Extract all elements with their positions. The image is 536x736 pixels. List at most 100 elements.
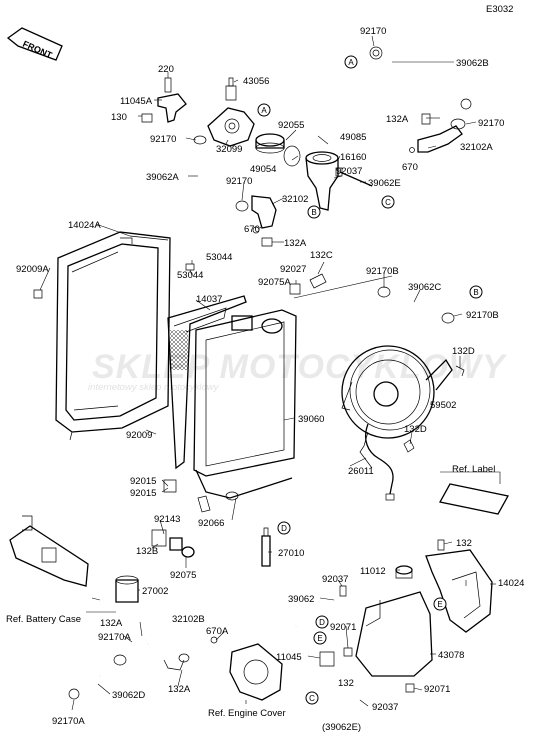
part-label: 92037 — [336, 166, 362, 177]
part-label: 670 — [244, 224, 260, 235]
part-label: 132A — [100, 618, 123, 629]
engine-cover — [229, 643, 283, 701]
svg-text:B: B — [311, 208, 316, 217]
part-label: 39062B — [456, 58, 489, 69]
part-label: 132D — [404, 424, 427, 435]
hose-39062b — [369, 40, 472, 110]
callout-B1: B — [307, 205, 321, 219]
part-label: 132A — [168, 684, 191, 695]
part-label: 32102 — [282, 194, 308, 205]
fitting-32102a — [409, 113, 466, 153]
bolt-130 — [141, 113, 153, 123]
part-label: 39062E — [368, 178, 401, 189]
svg-text:B: B — [473, 288, 478, 297]
part-label: 92015 — [130, 488, 156, 499]
fan-59502 — [341, 345, 465, 469]
diagram-code: E3032 — [486, 4, 513, 15]
leader-lines — [39, 35, 501, 711]
watermark: SKLEP MOTOCYKLOWY internetowy sklep moto… — [88, 348, 508, 393]
part-label: 32102A — [460, 142, 493, 153]
part-label: 14024A — [68, 220, 101, 231]
reserve-tank-43078 — [355, 565, 433, 677]
thermostat-cover — [207, 77, 255, 147]
part-label: 11012 — [360, 566, 386, 577]
svg-text:C: C — [385, 198, 391, 207]
part-label: 92009A — [16, 264, 49, 275]
callout-E2: E — [313, 631, 327, 645]
part-label: 16160 — [340, 152, 366, 163]
part-label: 220 — [158, 64, 174, 75]
svg-text:A: A — [348, 58, 354, 67]
part-label: 14037 — [196, 294, 222, 305]
part-label: 132C — [310, 250, 333, 261]
part-label: 14024 — [498, 578, 524, 589]
callout-C2: C — [305, 691, 319, 705]
hose-39062d — [68, 640, 151, 700]
callout-D2: D — [315, 615, 329, 629]
part-label: 92009 — [126, 430, 152, 441]
part-label: 39062C — [408, 282, 441, 293]
front-label: FRONT — [21, 39, 54, 61]
part-label: 92170 — [360, 26, 386, 37]
part-label: 32102B — [172, 614, 205, 625]
part-label: 92071 — [330, 622, 356, 633]
part-label: 132 — [338, 678, 354, 689]
callout-C1: C — [381, 195, 395, 209]
svg-text:D: D — [319, 618, 325, 627]
shroud-14024a — [33, 231, 171, 441]
filler-neck-16160 — [305, 151, 339, 211]
radiator-core-39060 — [193, 309, 297, 501]
part-label: 132D — [452, 346, 475, 357]
reservoir-27002 — [115, 575, 139, 603]
ref-battery-case: Ref. Battery Case — [6, 614, 81, 625]
part-label: 43078 — [438, 650, 464, 661]
callout-E1: E — [433, 597, 447, 611]
hose-clamp — [372, 49, 380, 57]
callout-D1: D — [277, 521, 291, 535]
tank-hoses — [294, 585, 415, 713]
part-label: 59502 — [430, 400, 456, 411]
part-label: 92037 — [322, 574, 348, 585]
clamp-92170 — [193, 135, 249, 212]
part-label: 53044 — [177, 270, 203, 281]
part-label: 39062D — [112, 690, 145, 701]
svg-text:A: A — [261, 106, 267, 115]
screen-14037 — [167, 295, 247, 470]
bracket-battery — [9, 515, 89, 587]
part-label: 92170 — [478, 118, 504, 129]
front-arrow-icon: FRONT — [6, 27, 63, 61]
part-label: 43056 — [243, 76, 269, 87]
part-label: 27010 — [278, 548, 304, 559]
svg-text:C: C — [309, 694, 315, 703]
watermark-site: internetowy sklep motocyklowy — [88, 382, 220, 393]
part-label: 92143 — [154, 514, 180, 525]
callout-B2: B — [469, 285, 483, 299]
part-label: 132A — [284, 238, 307, 249]
part-label: 11045A — [120, 96, 153, 107]
svg-text:E: E — [317, 634, 322, 643]
part-label: 27002 — [142, 586, 168, 597]
fitting-32102 — [251, 195, 277, 247]
part-label: 132 — [456, 538, 472, 549]
callout-A1: A — [344, 55, 358, 69]
part-label: 92075 — [170, 570, 196, 581]
part-label: 670A — [206, 626, 229, 637]
ref-label: Ref. Label — [452, 464, 495, 475]
hose-39062a — [179, 138, 239, 216]
label-plate — [439, 483, 509, 515]
svg-text:D: D — [281, 524, 287, 533]
part-label: 92170B — [366, 266, 399, 277]
bolt-132c — [289, 273, 327, 295]
sensor-27010 — [261, 527, 271, 567]
part-label: 92170A — [52, 716, 85, 727]
part-label: 670 — [402, 162, 418, 173]
part-label: 26011 — [348, 466, 374, 477]
part-label: 92170 — [226, 176, 252, 187]
part-label: 92015 — [130, 476, 156, 487]
fan-wiring-26011 — [364, 423, 415, 501]
tank-cover-14024 — [425, 539, 493, 633]
bracket-11045a — [157, 77, 187, 123]
watermark-brand: SKLEP MOTOCYKLOWY — [92, 348, 508, 386]
part-label: 92071 — [424, 684, 450, 695]
